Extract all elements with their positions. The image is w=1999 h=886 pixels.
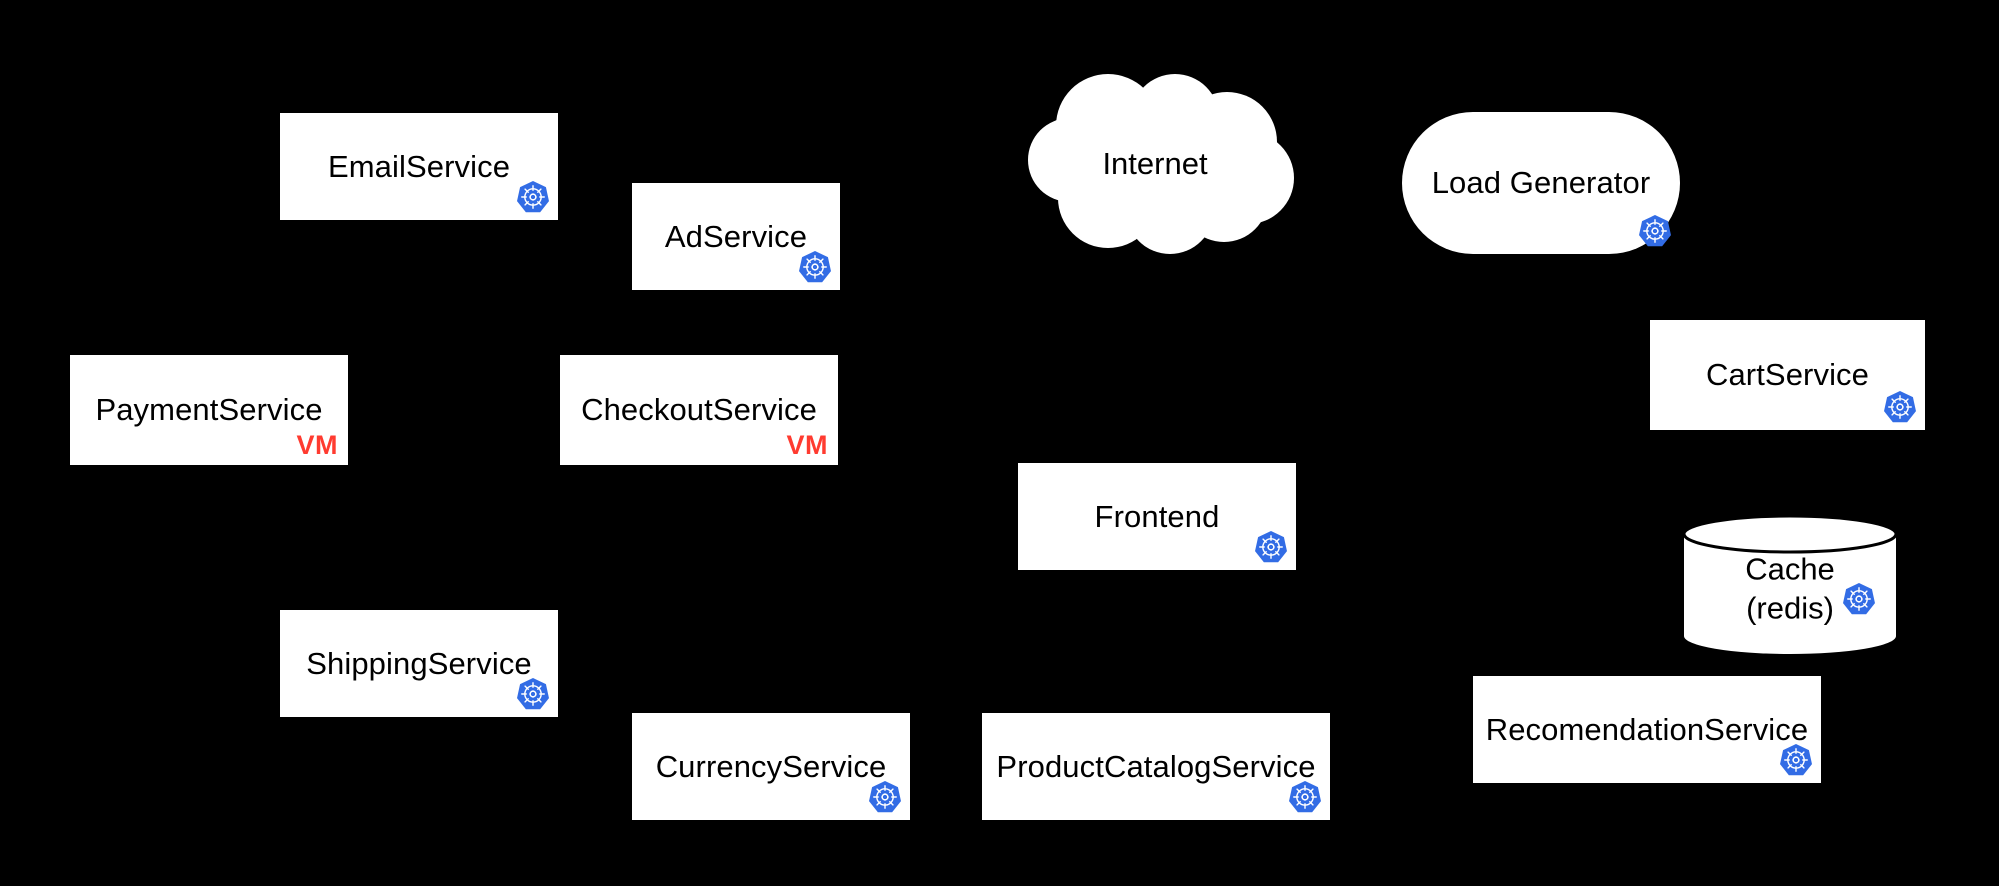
node-label: Load Generator — [1431, 165, 1651, 201]
node-cart-service[interactable]: CartService — [1650, 320, 1925, 430]
cylinder-shape — [1682, 516, 1898, 654]
kubernetes-icon — [1842, 582, 1876, 616]
node-label: CurrencyService — [655, 748, 887, 784]
node-frontend[interactable]: Frontend — [1018, 463, 1296, 570]
node-cache-redis[interactable]: Cache (redis) — [1682, 516, 1898, 656]
vm-tag: VM — [786, 430, 828, 460]
node-label: ShippingService — [306, 645, 532, 681]
node-internet[interactable]: Internet — [1012, 74, 1298, 254]
kubernetes-icon — [1638, 214, 1672, 248]
node-currency-service[interactable]: CurrencyService — [632, 713, 910, 820]
node-label: Cache (redis) — [1745, 551, 1835, 625]
cloud-shape — [1028, 74, 1294, 254]
kubernetes-icon — [1779, 743, 1813, 777]
node-label: EmailService — [327, 148, 511, 184]
node-label: CheckoutService — [581, 392, 817, 428]
node-product-catalog-service[interactable]: ProductCatalogService — [982, 713, 1330, 820]
node-label: PaymentService — [95, 392, 323, 428]
node-ad-service[interactable]: AdService — [632, 183, 840, 290]
kubernetes-icon — [516, 180, 550, 214]
node-label: AdService — [664, 218, 808, 254]
node-email-service[interactable]: EmailService — [280, 113, 558, 220]
kubernetes-icon — [1254, 530, 1288, 564]
node-label: ProductCatalogService — [996, 748, 1316, 784]
kubernetes-icon — [516, 677, 550, 711]
kubernetes-icon — [798, 250, 832, 284]
node-label: RecomendationService — [1485, 711, 1809, 747]
node-label: Internet — [1102, 146, 1208, 181]
kubernetes-icon — [1288, 780, 1322, 814]
node-recomendation-service[interactable]: RecomendationService — [1473, 676, 1821, 783]
node-label: Frontend — [1094, 498, 1220, 534]
vm-tag: VM — [296, 430, 338, 460]
kubernetes-icon — [1883, 390, 1917, 424]
node-label: CartService — [1705, 357, 1870, 393]
kubernetes-icon — [868, 780, 902, 814]
node-shipping-service[interactable]: ShippingService — [280, 610, 558, 717]
node-load-generator[interactable]: Load Generator — [1402, 112, 1680, 254]
